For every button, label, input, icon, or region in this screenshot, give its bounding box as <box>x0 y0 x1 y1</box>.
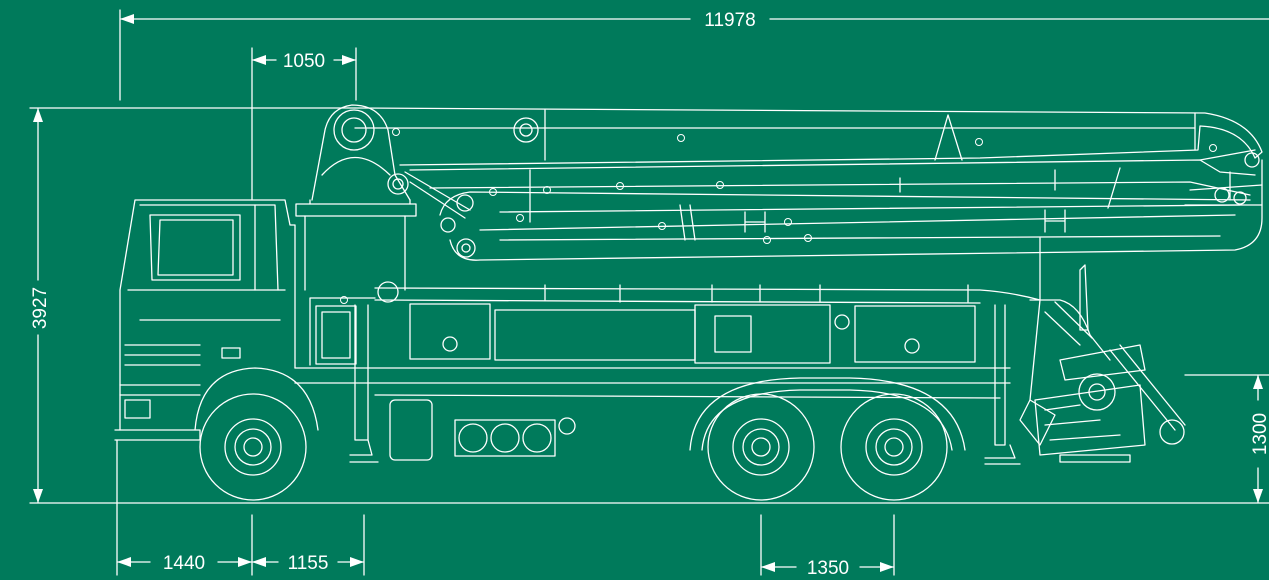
dimensions: 11978 1050 3927 1300 <box>29 9 1269 579</box>
front-wheel <box>199 393 307 501</box>
pump-unit <box>1019 237 1186 463</box>
dim-front-overhang: 1440 <box>117 553 252 574</box>
chassis <box>194 281 1041 465</box>
dim-front-overhang-label: 1440 <box>163 553 205 574</box>
dim-overall-length: 11978 <box>119 9 1269 101</box>
dim-boom-offset: 1050 <box>251 47 357 201</box>
dim-front-to-outrigger-label: 1155 <box>288 553 329 574</box>
dim-height: 3927 <box>29 107 356 503</box>
dim-height-label: 3927 <box>30 287 51 329</box>
rear-wheel-2 <box>840 393 948 501</box>
boom <box>354 107 1263 261</box>
dim-overall-length-label: 11978 <box>704 10 755 31</box>
dim-rear-axle-spacing: 1350 <box>761 558 894 579</box>
wheels <box>199 393 948 501</box>
dim-boom-offset-label: 1050 <box>283 51 325 72</box>
dim-front-to-outrigger: 1155 <box>252 553 364 574</box>
dim-rear-axle-spacing-label: 1350 <box>807 558 849 579</box>
dim-rear-height-label: 1300 <box>1250 413 1269 455</box>
rear-wheel-1 <box>707 393 815 501</box>
turret <box>295 104 417 291</box>
cab <box>114 199 296 441</box>
dim-rear-height: 1300 <box>1184 374 1269 503</box>
